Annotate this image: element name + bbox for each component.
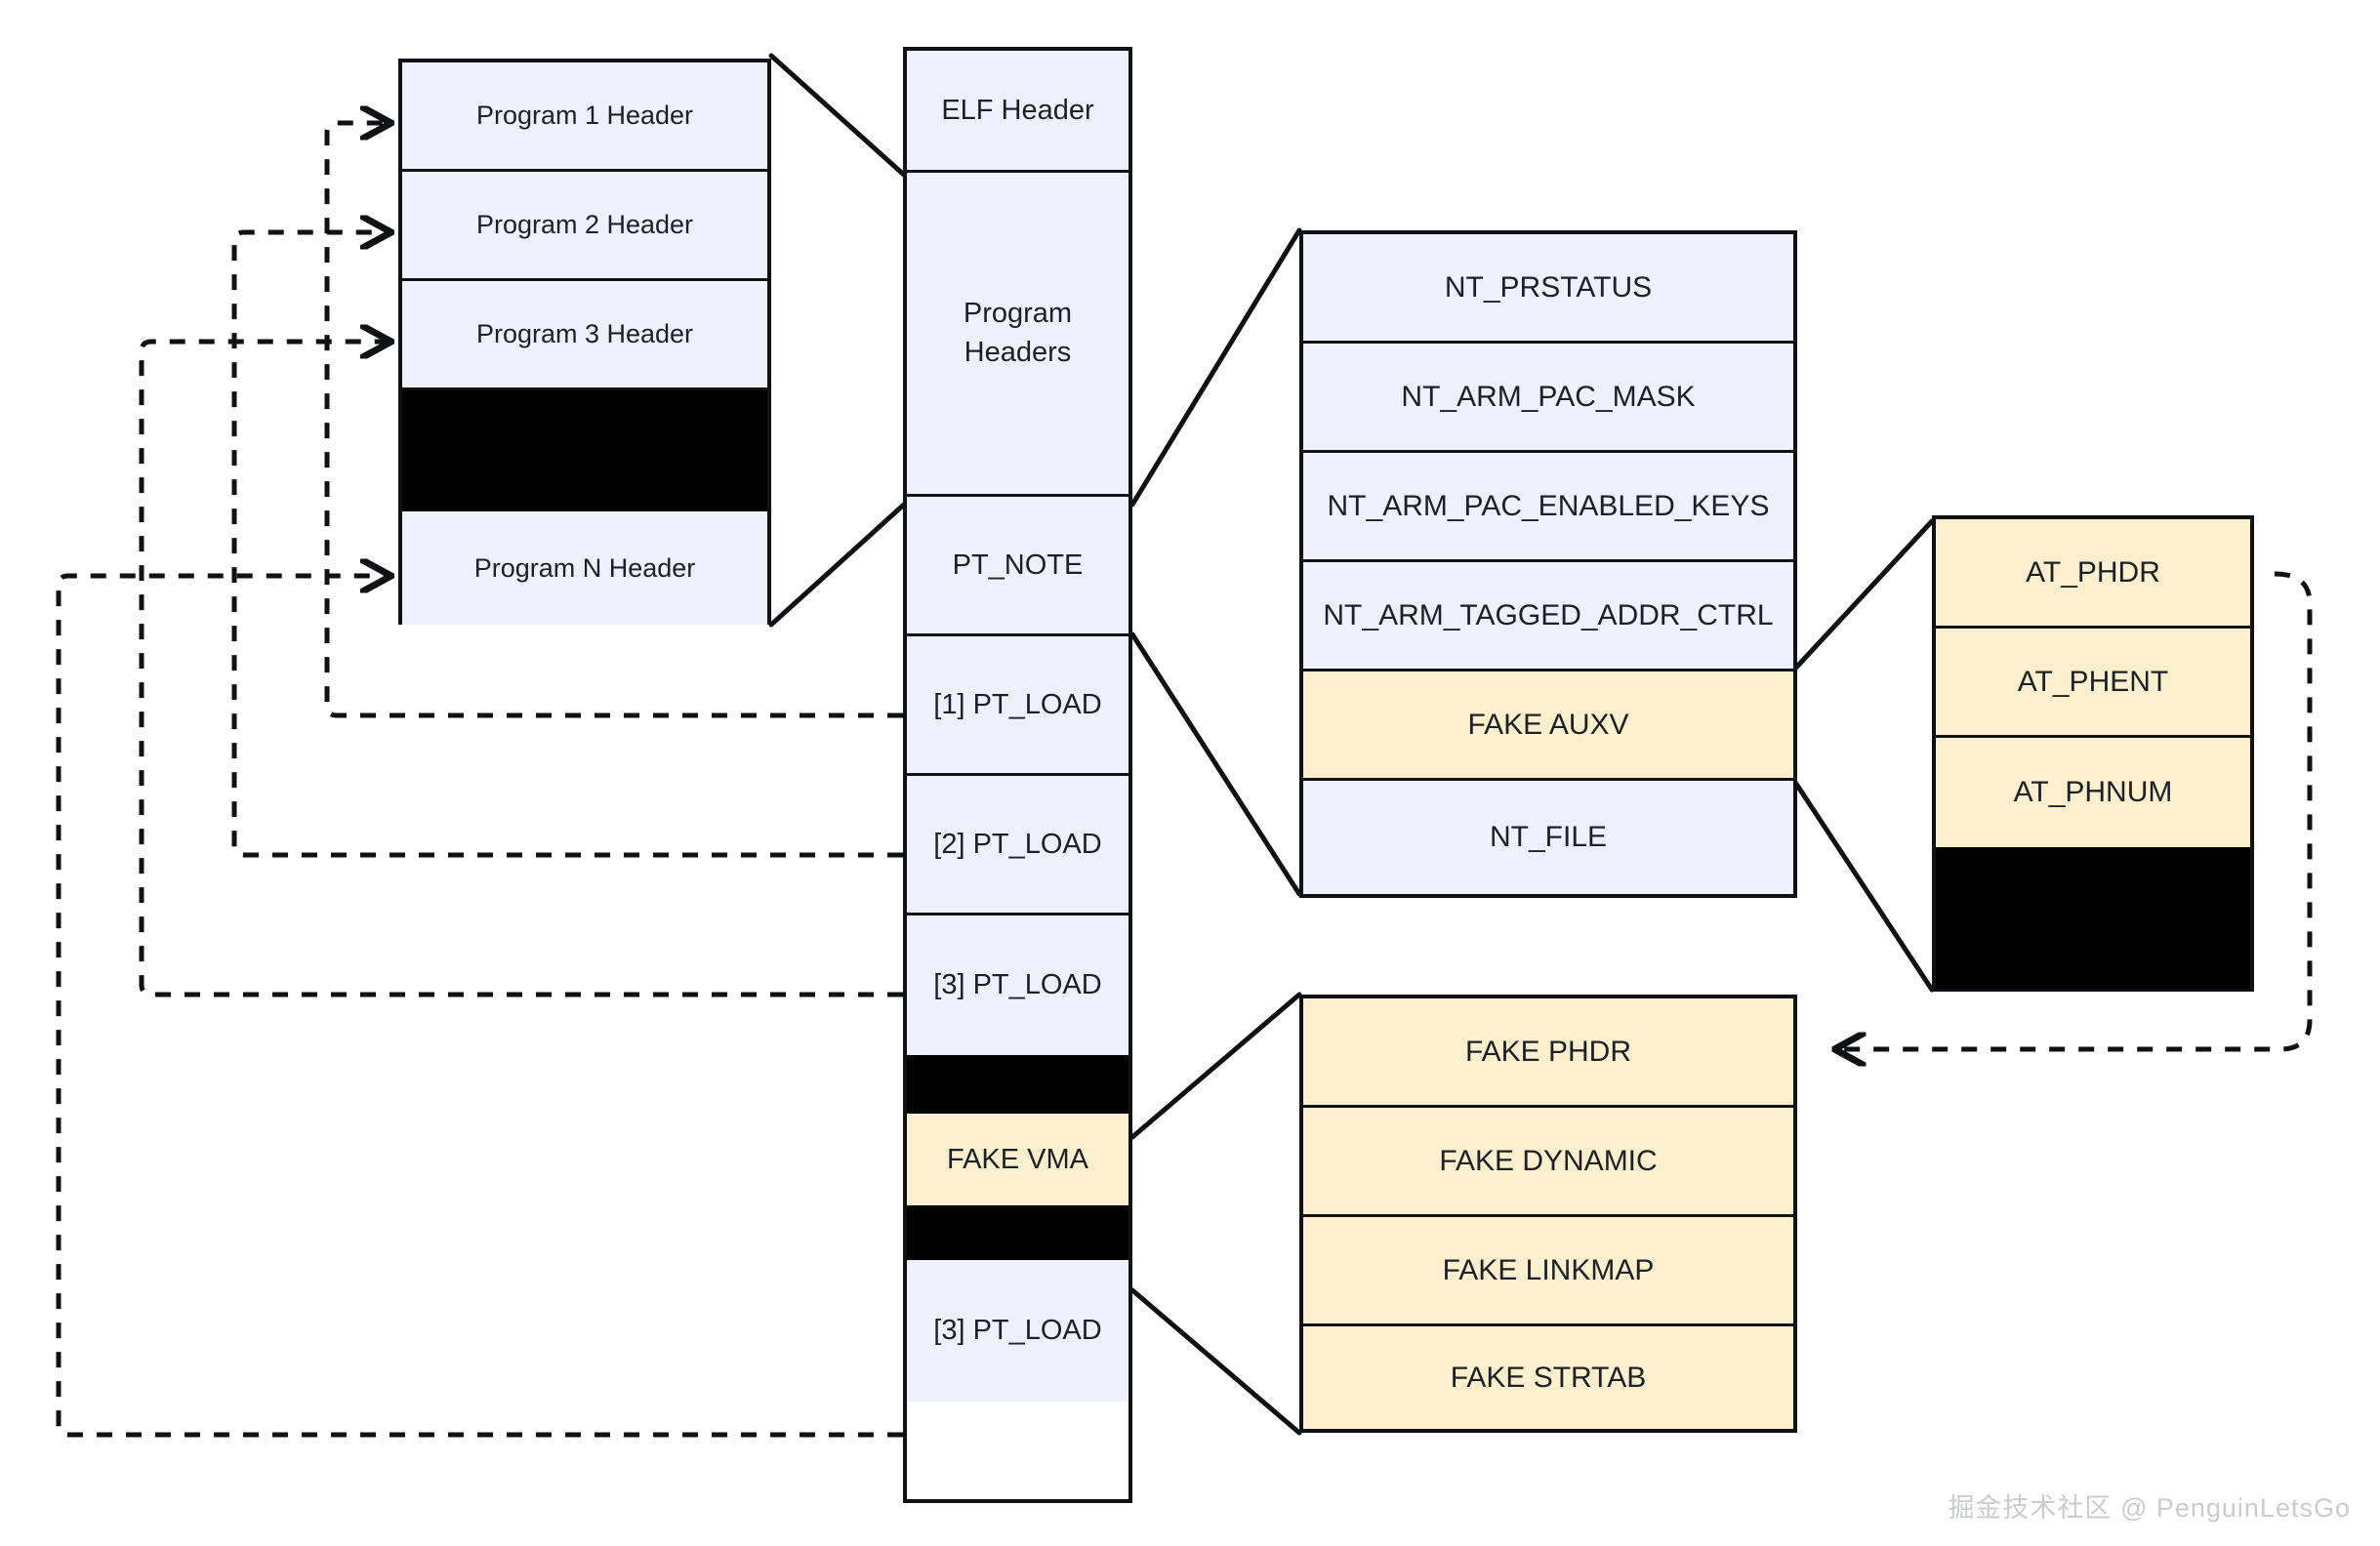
connector-auxv-bottom <box>1791 778 1935 993</box>
elf-cell-pt-note: PT_NOTE <box>907 497 1128 636</box>
elf-cell-pt-load-1: [1] PT_LOAD <box>907 636 1128 776</box>
cell-label: Program 2 Header <box>475 210 694 239</box>
vma-cell-fake-strtab: FAKE STRTAB <box>1303 1326 1793 1429</box>
cell-label: Program 1 Header <box>475 101 694 130</box>
cell-label: AT_PHENT <box>2017 665 2169 698</box>
cell-label: NT_ARM_PAC_MASK <box>1401 380 1696 413</box>
cell-label: NT_ARM_TAGGED_ADDR_CTRL <box>1323 598 1774 631</box>
cell-label: FAKE VMA <box>946 1143 1089 1175</box>
pt-note-contents-box: NT_PRSTATUS NT_ARM_PAC_MASK NT_ARM_PAC_E… <box>1299 230 1797 898</box>
cell-label: NT_ARM_PAC_ENABLED_KEYS <box>1327 489 1770 522</box>
cell-label: PT_NOTE <box>952 549 1084 581</box>
cell-label: FAKE PHDR <box>1464 1035 1632 1068</box>
fake-auxv-contents-box: AT_PHDR AT_PHENT AT_PHNUM <box>1932 515 2254 992</box>
cell-label: [1] PT_LOAD <box>933 688 1102 720</box>
vma-cell-fake-phdr: FAKE PHDR <box>1303 998 1793 1108</box>
cell-label: Program N Header <box>473 552 696 583</box>
auxv-cell-gap <box>1936 847 2250 989</box>
cell-label: FAKE DYNAMIC <box>1439 1144 1658 1177</box>
program-header-row-3: Program 3 Header <box>402 281 767 390</box>
cell-label: NT_FILE <box>1489 821 1608 853</box>
program-header-gap <box>402 390 767 511</box>
cell-label: FAKE LINKMAP <box>1442 1253 1655 1286</box>
cell-label: [3] PT_LOAD <box>933 1315 1102 1346</box>
connector-auxv-top <box>1791 518 1935 672</box>
program-header-row-2: Program 2 Header <box>402 172 767 281</box>
vma-cell-fake-dynamic: FAKE DYNAMIC <box>1303 1108 1793 1217</box>
elf-cell-pt-load-last: [3] PT_LOAD <box>907 1260 1128 1402</box>
note-cell-nt-arm-pac-mask: NT_ARM_PAC_MASK <box>1303 344 1793 453</box>
program-headers-detail-box: Program 1 Header Program 2 Header Progra… <box>398 59 771 625</box>
auxv-cell-at-phdr: AT_PHDR <box>1936 519 2250 629</box>
ref-ptload-last-to-programN <box>56 576 903 1438</box>
note-cell-nt-arm-pac-enabled-keys: NT_ARM_PAC_ENABLED_KEYS <box>1303 453 1793 562</box>
elf-cell-gap-1 <box>907 1055 1128 1114</box>
elf-cell-elf-header: ELF Header <box>907 51 1128 173</box>
watermark-text: 掘金技术社区 @ PenguinLetsGo <box>1948 1493 2351 1523</box>
note-cell-nt-arm-tagged-addr-ctrl: NT_ARM_TAGGED_ADDR_CTRL <box>1303 562 1793 671</box>
cell-label: NT_PRSTATUS <box>1444 270 1653 304</box>
connector-fakevma-bottom <box>1129 1287 1302 1436</box>
cell-label: ELF Header <box>941 94 1094 126</box>
note-cell-fake-auxv: FAKE AUXV <box>1303 671 1793 781</box>
program-header-row-1: Program 1 Header <box>402 62 767 172</box>
connector-fakevma-top <box>1129 992 1302 1140</box>
elf-cell-gap-2 <box>907 1205 1128 1260</box>
auxv-cell-at-phent: AT_PHENT <box>1936 629 2250 738</box>
cell-label: Program 3 Header <box>475 319 694 348</box>
cell-label: [2] PT_LOAD <box>933 828 1102 860</box>
connector-progheaders-bottom <box>768 501 908 628</box>
cell-label: AT_PHDR <box>2026 555 2160 589</box>
vma-cell-fake-linkmap: FAKE LINKMAP <box>1303 1217 1793 1326</box>
note-cell-nt-file: NT_FILE <box>1303 781 1793 894</box>
fake-vma-contents-box: FAKE PHDR FAKE DYNAMIC FAKE LINKMAP FAKE… <box>1299 995 1797 1433</box>
auxv-cell-at-phnum: AT_PHNUM <box>1936 738 2250 847</box>
elf-cell-pt-load-2: [2] PT_LOAD <box>907 776 1128 915</box>
cell-label: AT_PHNUM <box>2013 776 2173 808</box>
note-cell-nt-prstatus: NT_PRSTATUS <box>1303 234 1793 344</box>
program-header-row-n: Program N Header <box>402 511 767 625</box>
connector-progheaders-top <box>768 53 908 179</box>
connector-ptnote-bottom <box>1129 631 1302 897</box>
elf-cell-pt-load-3: [3] PT_LOAD <box>907 915 1128 1055</box>
cell-label: FAKE STRTAB <box>1450 1361 1647 1394</box>
cell-label: [3] PT_LOAD <box>933 969 1102 1000</box>
connector-ptnote-top <box>1129 227 1302 508</box>
cell-label: FAKE AUXV <box>1467 708 1629 741</box>
elf-cell-fake-vma: FAKE VMA <box>907 1114 1128 1205</box>
